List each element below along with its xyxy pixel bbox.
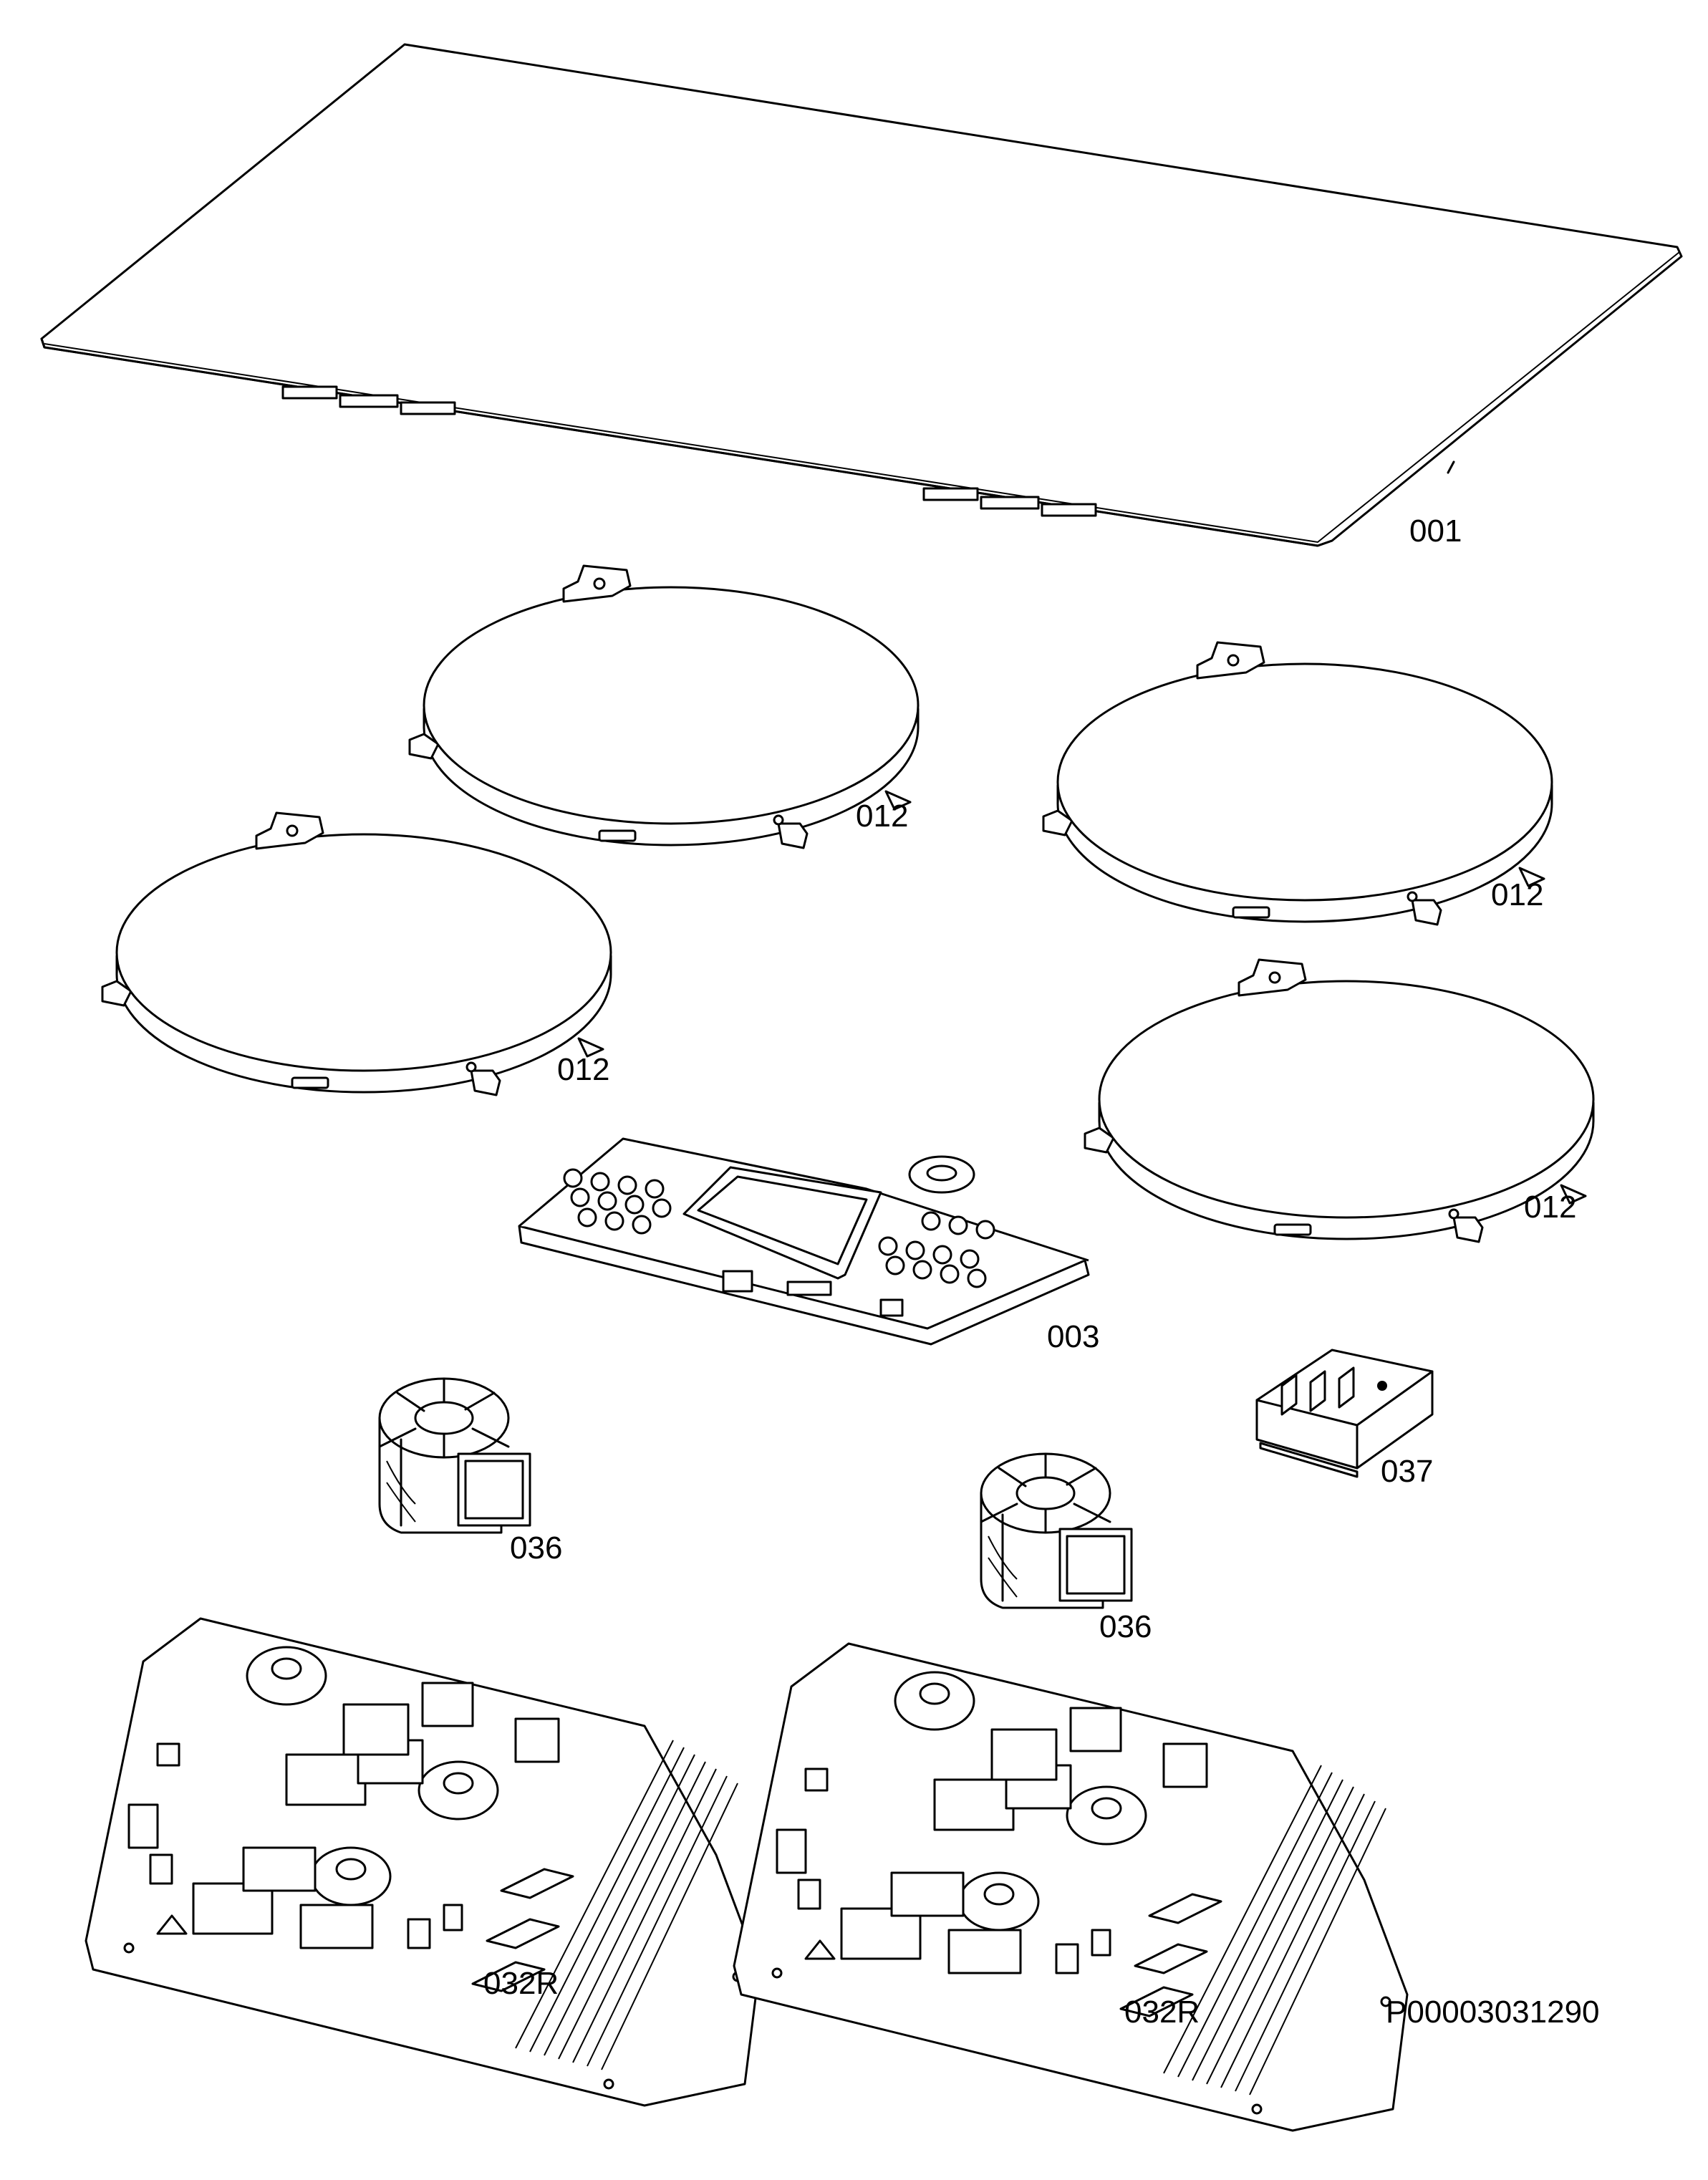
fan-right-part	[980, 1452, 1133, 1609]
part-label-036: 036	[1099, 1609, 1152, 1644]
part-label-032R: 032R	[483, 1966, 559, 2001]
fan-left-part	[378, 1377, 531, 1534]
terminal-block-part	[1255, 1349, 1434, 1478]
part-label-012: 012	[557, 1052, 610, 1087]
part-label-012: 012	[856, 799, 909, 834]
power-board-right-part	[733, 1642, 1409, 2132]
control-board-part	[518, 1137, 1090, 1346]
part-label-037: 037	[1381, 1454, 1434, 1489]
part-label-012: 012	[1491, 877, 1544, 912]
coil-top-left-part	[408, 564, 920, 849]
part-label-003: 003	[1047, 1319, 1100, 1354]
part-label-012: 012	[1524, 1190, 1577, 1225]
part-label-001: 001	[1409, 513, 1462, 549]
coil-top-right-part	[1042, 641, 1553, 926]
glass-top-part	[40, 43, 1683, 547]
coil-mid-right-part	[1084, 958, 1595, 1243]
part-label-036: 036	[510, 1530, 563, 1566]
power-board-left-part	[85, 1617, 761, 2107]
drawing-number: P00003031290	[1386, 1995, 1600, 2030]
coil-mid-left-part	[101, 811, 612, 1096]
part-label-032R: 032R	[1124, 1995, 1200, 2030]
